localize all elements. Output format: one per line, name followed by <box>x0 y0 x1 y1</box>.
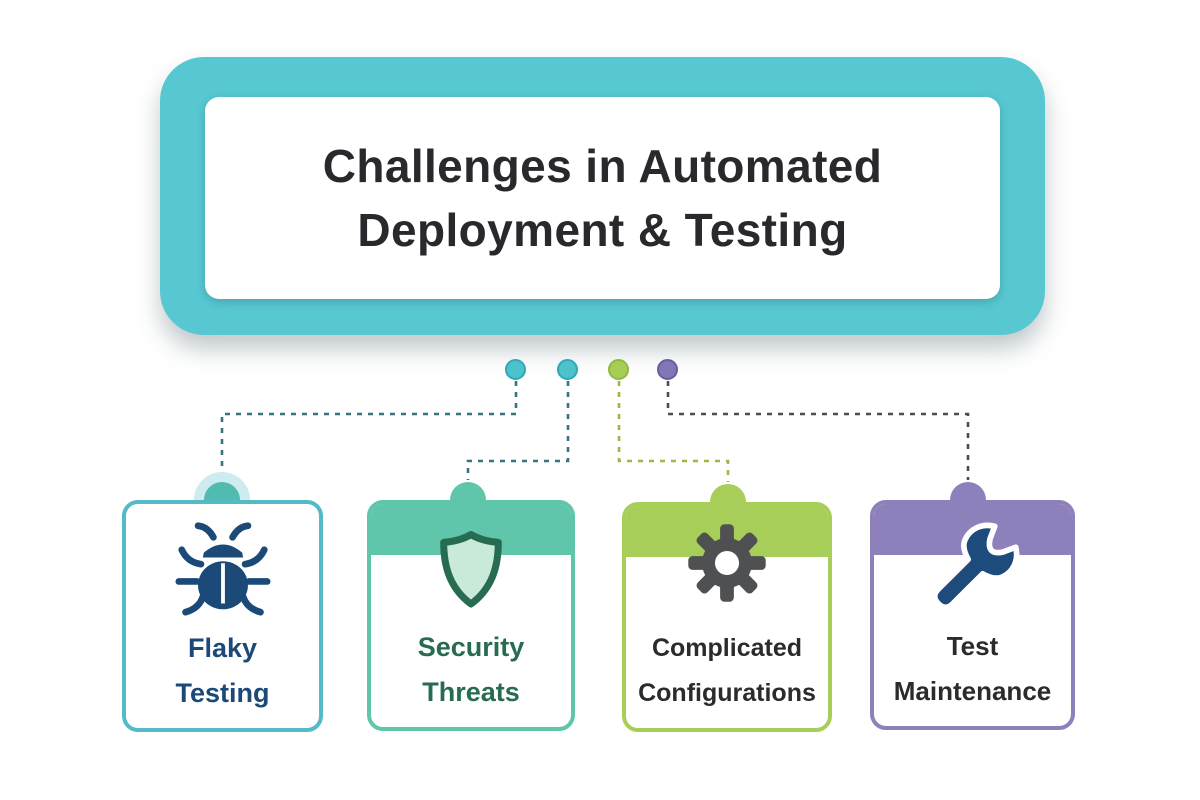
card-label-test-maintenance: Test Maintenance <box>874 624 1071 714</box>
card-label-line1: Flaky <box>187 633 258 663</box>
bug-legs <box>174 522 271 616</box>
card-complicated-configurations: Complicated Configurations <box>622 502 832 732</box>
card-label-flaky-testing: Flaky Testing <box>126 626 319 716</box>
wrench-icon <box>931 522 1019 611</box>
security-threats-dot <box>557 359 578 380</box>
card-label-security-threats: Security Threats <box>371 625 571 715</box>
flaky-testing-bump <box>204 482 240 500</box>
security-threats-bump <box>450 482 486 500</box>
test-maintenance-dot <box>657 359 678 380</box>
card-label-line2: Maintenance <box>893 676 1052 706</box>
card-label-complicated-configurations: Complicated Configurations <box>626 626 828 716</box>
card-label-line1: Complicated <box>651 634 803 662</box>
page-title-line1: Challenges in Automated <box>322 139 883 192</box>
card-label-line1: Test <box>946 631 999 661</box>
card-test-maintenance: Test Maintenance <box>870 500 1075 730</box>
card-label-line2: Testing <box>175 678 270 708</box>
title-banner: Challenges in Automated Deployment & Tes… <box>160 57 1045 335</box>
complicated-configurations-dot <box>608 359 629 380</box>
flaky-testing-dot <box>505 359 526 380</box>
card-label-line2: Threats <box>422 677 520 707</box>
connector-complicated-configurations <box>617 381 730 482</box>
test-maintenance-bump <box>950 482 986 500</box>
connector-test-maintenance <box>666 381 970 480</box>
gear-hole <box>714 550 740 576</box>
card-flaky-testing: Flaky Testing <box>122 500 323 732</box>
connector-flaky-testing <box>220 381 518 480</box>
complicated-configurations-bump <box>710 484 746 502</box>
bug-icon <box>174 522 271 616</box>
gear-icon <box>688 524 766 602</box>
card-security-threats: Security Threats <box>367 500 575 731</box>
card-label-line1: Security <box>417 632 525 662</box>
shield-shape <box>440 531 502 608</box>
bug-head <box>202 544 243 558</box>
page-title-line2: Deployment & Testing <box>357 204 848 256</box>
connector-security-threats <box>466 381 570 480</box>
wrench-shape <box>931 522 1019 611</box>
shield-icon <box>440 531 502 608</box>
page-title: Challenges in Automated Deployment & Tes… <box>323 134 883 263</box>
card-label-line2: Configurations <box>638 679 816 707</box>
title-panel: Challenges in Automated Deployment & Tes… <box>205 97 1000 299</box>
